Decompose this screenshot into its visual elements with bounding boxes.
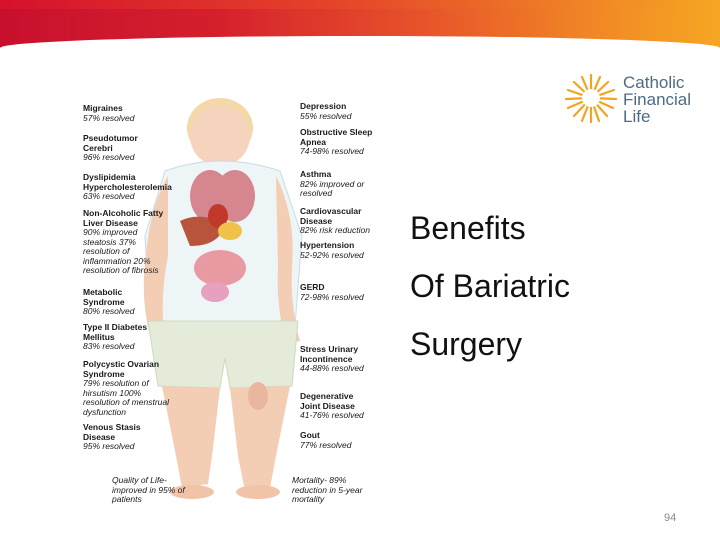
annotation-title: Degenerative Joint Disease xyxy=(300,391,355,411)
annotation-title: Polycystic Ovarian Syndrome xyxy=(83,359,160,379)
annotation-pseudotumor: Pseudotumor Cerebri 96% resolved xyxy=(83,133,163,163)
annotation-detail: 82% improved or resolved xyxy=(300,178,365,198)
annotation-dyslipidemia: Dyslipidemia Hypercholesterolemia 63% re… xyxy=(83,172,173,202)
annotation-title: Metabolic Syndrome xyxy=(83,287,125,307)
annotation-detail: 77% resolved xyxy=(300,439,352,450)
annotation-detail: 95% resolved xyxy=(83,441,135,451)
page-number: 94 xyxy=(664,512,677,524)
annotation-detail: 96% resolved xyxy=(83,152,135,162)
annotation-title: GERD xyxy=(300,282,325,292)
annotation-title: Gout xyxy=(300,430,320,440)
annotation-urinary: Stress Urinary Incontinence 44-88% resol… xyxy=(300,344,380,374)
annotation-title: Migraines xyxy=(83,103,123,113)
annotation-title: Asthma xyxy=(300,169,332,179)
annotation-metabolic: Metabolic Syndrome 80% resolved xyxy=(83,287,163,317)
annotation-gerd: GERD 72-98% resolved xyxy=(300,282,380,302)
annotation-detail: 57% resolved xyxy=(83,112,135,123)
annotation-diabetes: Type II Diabetes Mellitus 83% resolved xyxy=(83,322,163,352)
brand-logo: Catholic Financial Life xyxy=(563,72,713,125)
annotation-title: Cardiovascular Disease xyxy=(300,206,362,226)
body-illustration xyxy=(143,98,303,499)
annotation-title: Quality of Life- improved in 95% of pati… xyxy=(112,475,185,504)
annotation-detail: 82% risk reduction xyxy=(300,225,370,235)
annotation-cardiovascular: Cardiovascular Disease 82% risk reductio… xyxy=(300,206,380,236)
slide-title-line-1: Benefits xyxy=(410,210,526,246)
annotation-quality-of-life: Quality of Life- improved in 95% of pati… xyxy=(112,475,187,505)
annotation-title: Type II Diabetes Mellitus xyxy=(83,322,148,342)
slide-title-line-3: Surgery xyxy=(410,326,523,362)
brand-name: Catholic Financial Life xyxy=(623,74,713,125)
brand-line-1: Catholic xyxy=(623,73,685,92)
annotation-migraines: Migraines 57% resolved xyxy=(83,103,193,123)
annotation-sleep-apnea: Obstructive Sleep Apnea 74-98% resolved xyxy=(300,127,375,157)
slide-title-line-2: Of Bariatric xyxy=(410,268,571,304)
annotation-detail: 44-88% resolved xyxy=(300,363,364,373)
sun-logo-icon xyxy=(564,73,618,124)
annotation-depression: Depression 55% resolved xyxy=(300,101,380,121)
annotation-title: Obstructive Sleep Apnea xyxy=(300,127,373,147)
annotation-detail: 90% improved steatosis 37% resolution of… xyxy=(83,227,159,275)
slide-body xyxy=(0,36,720,540)
annotation-pcos: Polycystic Ovarian Syndrome 79% resoluti… xyxy=(83,359,175,417)
annotation-detail: 63% resolved xyxy=(83,191,135,201)
annotation-detail: 72-98% resolved xyxy=(300,291,364,302)
annotation-title: Non-Alcoholic Fatty Liver Disease xyxy=(83,208,164,228)
annotation-title: Dyslipidemia Hypercholesterolemia xyxy=(83,172,172,192)
annotation-nafld: Non-Alcoholic Fatty Liver Disease 90% im… xyxy=(83,208,165,276)
annotation-hypertension: Hypertension 52-92% resolved xyxy=(300,240,380,260)
annotation-detail: 79% resolution of hirsutism 100% resolut… xyxy=(83,378,169,417)
annotation-title: Stress Urinary Incontinence xyxy=(300,344,359,364)
annotation-venous-stasis: Venous Stasis Disease 95% resolved xyxy=(83,422,168,452)
annotation-detail: 55% resolved xyxy=(300,110,352,121)
annotation-mortality: Mortality- 89% reduction in 5-year morta… xyxy=(292,475,372,505)
annotation-gout: Gout 77% resolved xyxy=(300,430,370,450)
annotation-detail: 83% resolved xyxy=(83,341,135,351)
annotation-title: Depression xyxy=(300,101,347,111)
annotation-detail: 74-98% resolved xyxy=(300,146,364,156)
annotation-title: Pseudotumor Cerebri xyxy=(83,133,138,153)
annotation-detail: 41-76% resolved xyxy=(300,410,364,420)
annotation-title: Mortality- 89% reduction in 5-year morta… xyxy=(292,475,363,504)
brand-line-2: Financial Life xyxy=(623,90,692,126)
annotation-title: Hypertension xyxy=(300,240,355,250)
annotation-detail: 80% resolved xyxy=(83,306,135,316)
annotation-detail: 52-92% resolved xyxy=(300,249,364,260)
annotation-asthma: Asthma 82% improved or resolved xyxy=(300,169,370,199)
annotation-title: Venous Stasis Disease xyxy=(83,422,141,442)
annotation-joint-disease: Degenerative Joint Disease 41-76% resolv… xyxy=(300,391,375,421)
